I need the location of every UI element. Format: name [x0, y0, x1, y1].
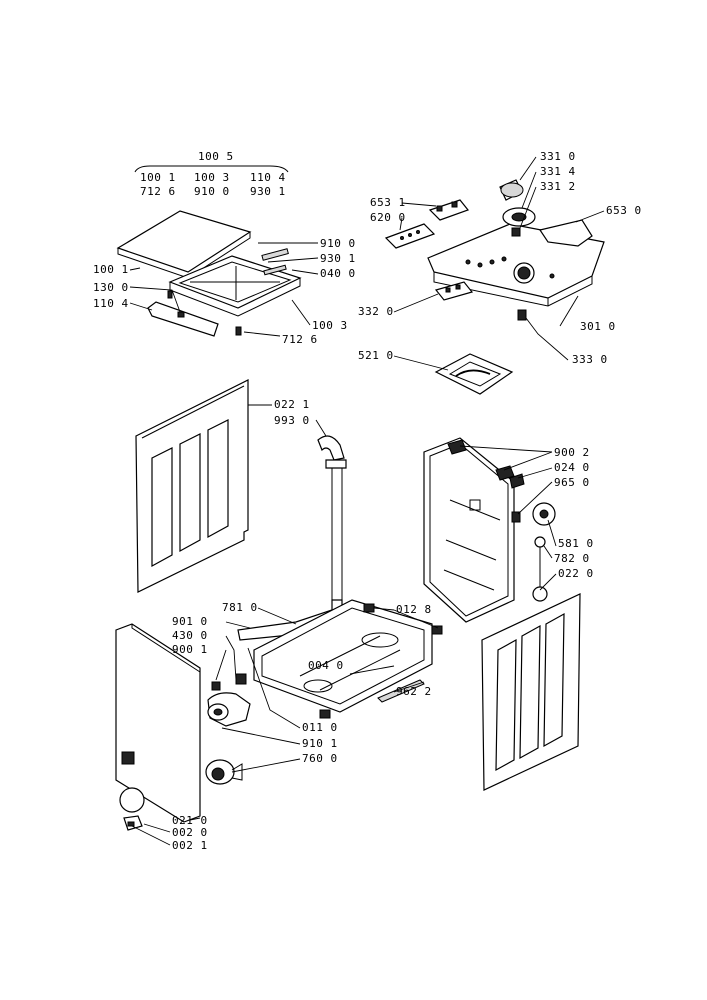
leader-c26	[539, 573, 557, 591]
callout-label: 110 4	[93, 297, 129, 310]
foot-3	[319, 709, 331, 719]
callout-label: 331 0	[540, 150, 576, 163]
callout-label: 002 0	[172, 826, 208, 839]
service-door	[119, 787, 145, 813]
callout-label: 022 1	[274, 398, 310, 411]
rear-panel	[423, 437, 556, 623]
top-lid-assembly	[116, 210, 302, 337]
top-lid-leaders	[129, 242, 319, 337]
callout-label: 301 0	[580, 320, 616, 333]
bracket-right	[539, 219, 593, 247]
kit-part-4: 712 6	[140, 185, 176, 198]
pressure-tube-end	[532, 586, 548, 602]
right-side-panel	[481, 593, 581, 791]
callout-label: 962 2	[396, 685, 432, 698]
callout-label: 024 0	[554, 461, 590, 474]
callout-label: 021 0	[172, 814, 208, 827]
callout-label: 430 0	[172, 629, 208, 642]
control-panel-leaders	[393, 156, 605, 371]
lid-pin	[167, 290, 173, 299]
front-leaders	[131, 621, 301, 846]
kit-part-5: 910 0	[194, 185, 230, 198]
lock-part	[177, 311, 185, 318]
drain-hose	[237, 435, 347, 641]
front-trim	[147, 301, 219, 337]
callout-label: 965 0	[554, 476, 590, 489]
rear-clip-2	[495, 465, 515, 481]
callout-label: 900 2	[554, 446, 590, 459]
callout-label: 620 0	[370, 211, 406, 224]
callout-label: 760 0	[302, 752, 338, 765]
base-chassis	[253, 599, 433, 713]
front-panel	[115, 623, 201, 831]
kit-part-3: 110 4	[250, 171, 286, 184]
callout-label: 521 0	[358, 349, 394, 362]
bracket-left	[428, 199, 469, 221]
hose-clip	[211, 681, 221, 691]
leader-c20	[315, 419, 327, 437]
kit-header: 100 5 100 1 100 3 110 4 712 6 910 0 930 …	[134, 150, 289, 198]
callout-label: 004 0	[308, 659, 344, 672]
callout-label: 653 1	[370, 196, 406, 209]
electronic-module	[434, 353, 514, 395]
mains-filter	[511, 511, 521, 523]
switch-block	[434, 281, 474, 301]
callout-label: 910 1	[302, 737, 338, 750]
callout-label: 712 6	[282, 333, 318, 346]
callout-label: 993 0	[274, 414, 310, 427]
callout-label: 331 4	[540, 165, 576, 178]
callout-label: 100 3	[312, 319, 348, 332]
callout-label: 040 0	[320, 267, 356, 280]
callout-label: 930 1	[320, 252, 356, 265]
kit-part-6: 930 1	[250, 185, 286, 198]
callout-label: 022 0	[558, 567, 594, 580]
back-panel	[423, 437, 515, 623]
callout-label: 333 0	[572, 353, 608, 366]
rear-clip-1	[447, 439, 467, 455]
kit-brace	[134, 165, 289, 173]
callout-label: 100 1	[93, 263, 129, 276]
front-panel-hole	[121, 751, 135, 765]
pump-motor	[235, 673, 247, 685]
callout-label: 011 0	[302, 721, 338, 734]
foot-1	[363, 603, 375, 613]
callout-label: 653 0	[606, 204, 642, 217]
rear-panel-leaders	[459, 445, 557, 559]
control-panel-assembly	[384, 179, 605, 395]
hose-bend	[317, 435, 345, 461]
hinge-strip	[261, 248, 289, 261]
kit-part-2: 100 3	[194, 171, 230, 184]
base-leaders	[257, 607, 439, 693]
callout-label: 900 1	[172, 643, 208, 656]
drain-pump	[205, 673, 251, 785]
callout-label: 002 1	[172, 839, 208, 852]
callout-label: 781 0	[222, 601, 258, 614]
callout-label: 012 8	[396, 603, 432, 616]
callout-label: 910 0	[320, 237, 356, 250]
knob-shaft	[511, 227, 521, 237]
callout-label: 130 0	[93, 281, 129, 294]
callout-label: 331 2	[540, 180, 576, 193]
callout-label: 901 0	[172, 615, 208, 628]
callout-label: 332 0	[358, 305, 394, 318]
callout-label: 782 0	[554, 552, 590, 565]
switch-ring	[534, 536, 546, 548]
kit-title: 100 5	[198, 150, 234, 163]
hinge-pin	[235, 326, 242, 336]
kit-part-1: 100 1	[140, 171, 176, 184]
foot-2	[431, 625, 443, 635]
left-side-panel	[135, 379, 249, 593]
callout-labels: 910 0 930 1 040 0 100 1 130 0 110 4 100 …	[93, 150, 642, 852]
base-frame	[253, 599, 443, 719]
callout-label: 581 0	[558, 537, 594, 550]
panel-clip	[517, 309, 527, 321]
